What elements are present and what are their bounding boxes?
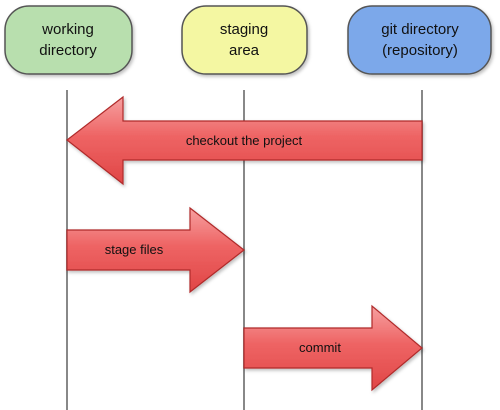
arrow-stage-files [66,206,245,294]
node-working-directory [4,5,133,75]
node-working-label-line1: working [41,21,94,38]
node-repo-label-line2: (repository) [382,42,458,59]
node-repo-label-line1: git directory [381,21,459,38]
arrow-checkout-label: checkout the project [186,133,303,148]
node-staging-area [181,5,308,75]
arrow-commit [243,304,423,392]
node-git-directory [347,5,492,75]
arrow-checkout [66,95,423,186]
node-staging-label-line1: staging [220,21,268,38]
arrow-stage-files-label: stage files [105,242,164,257]
node-working-label-line2: directory [39,42,97,59]
arrow-commit-label: commit [299,340,341,355]
node-staging-label-line2: area [229,42,260,59]
